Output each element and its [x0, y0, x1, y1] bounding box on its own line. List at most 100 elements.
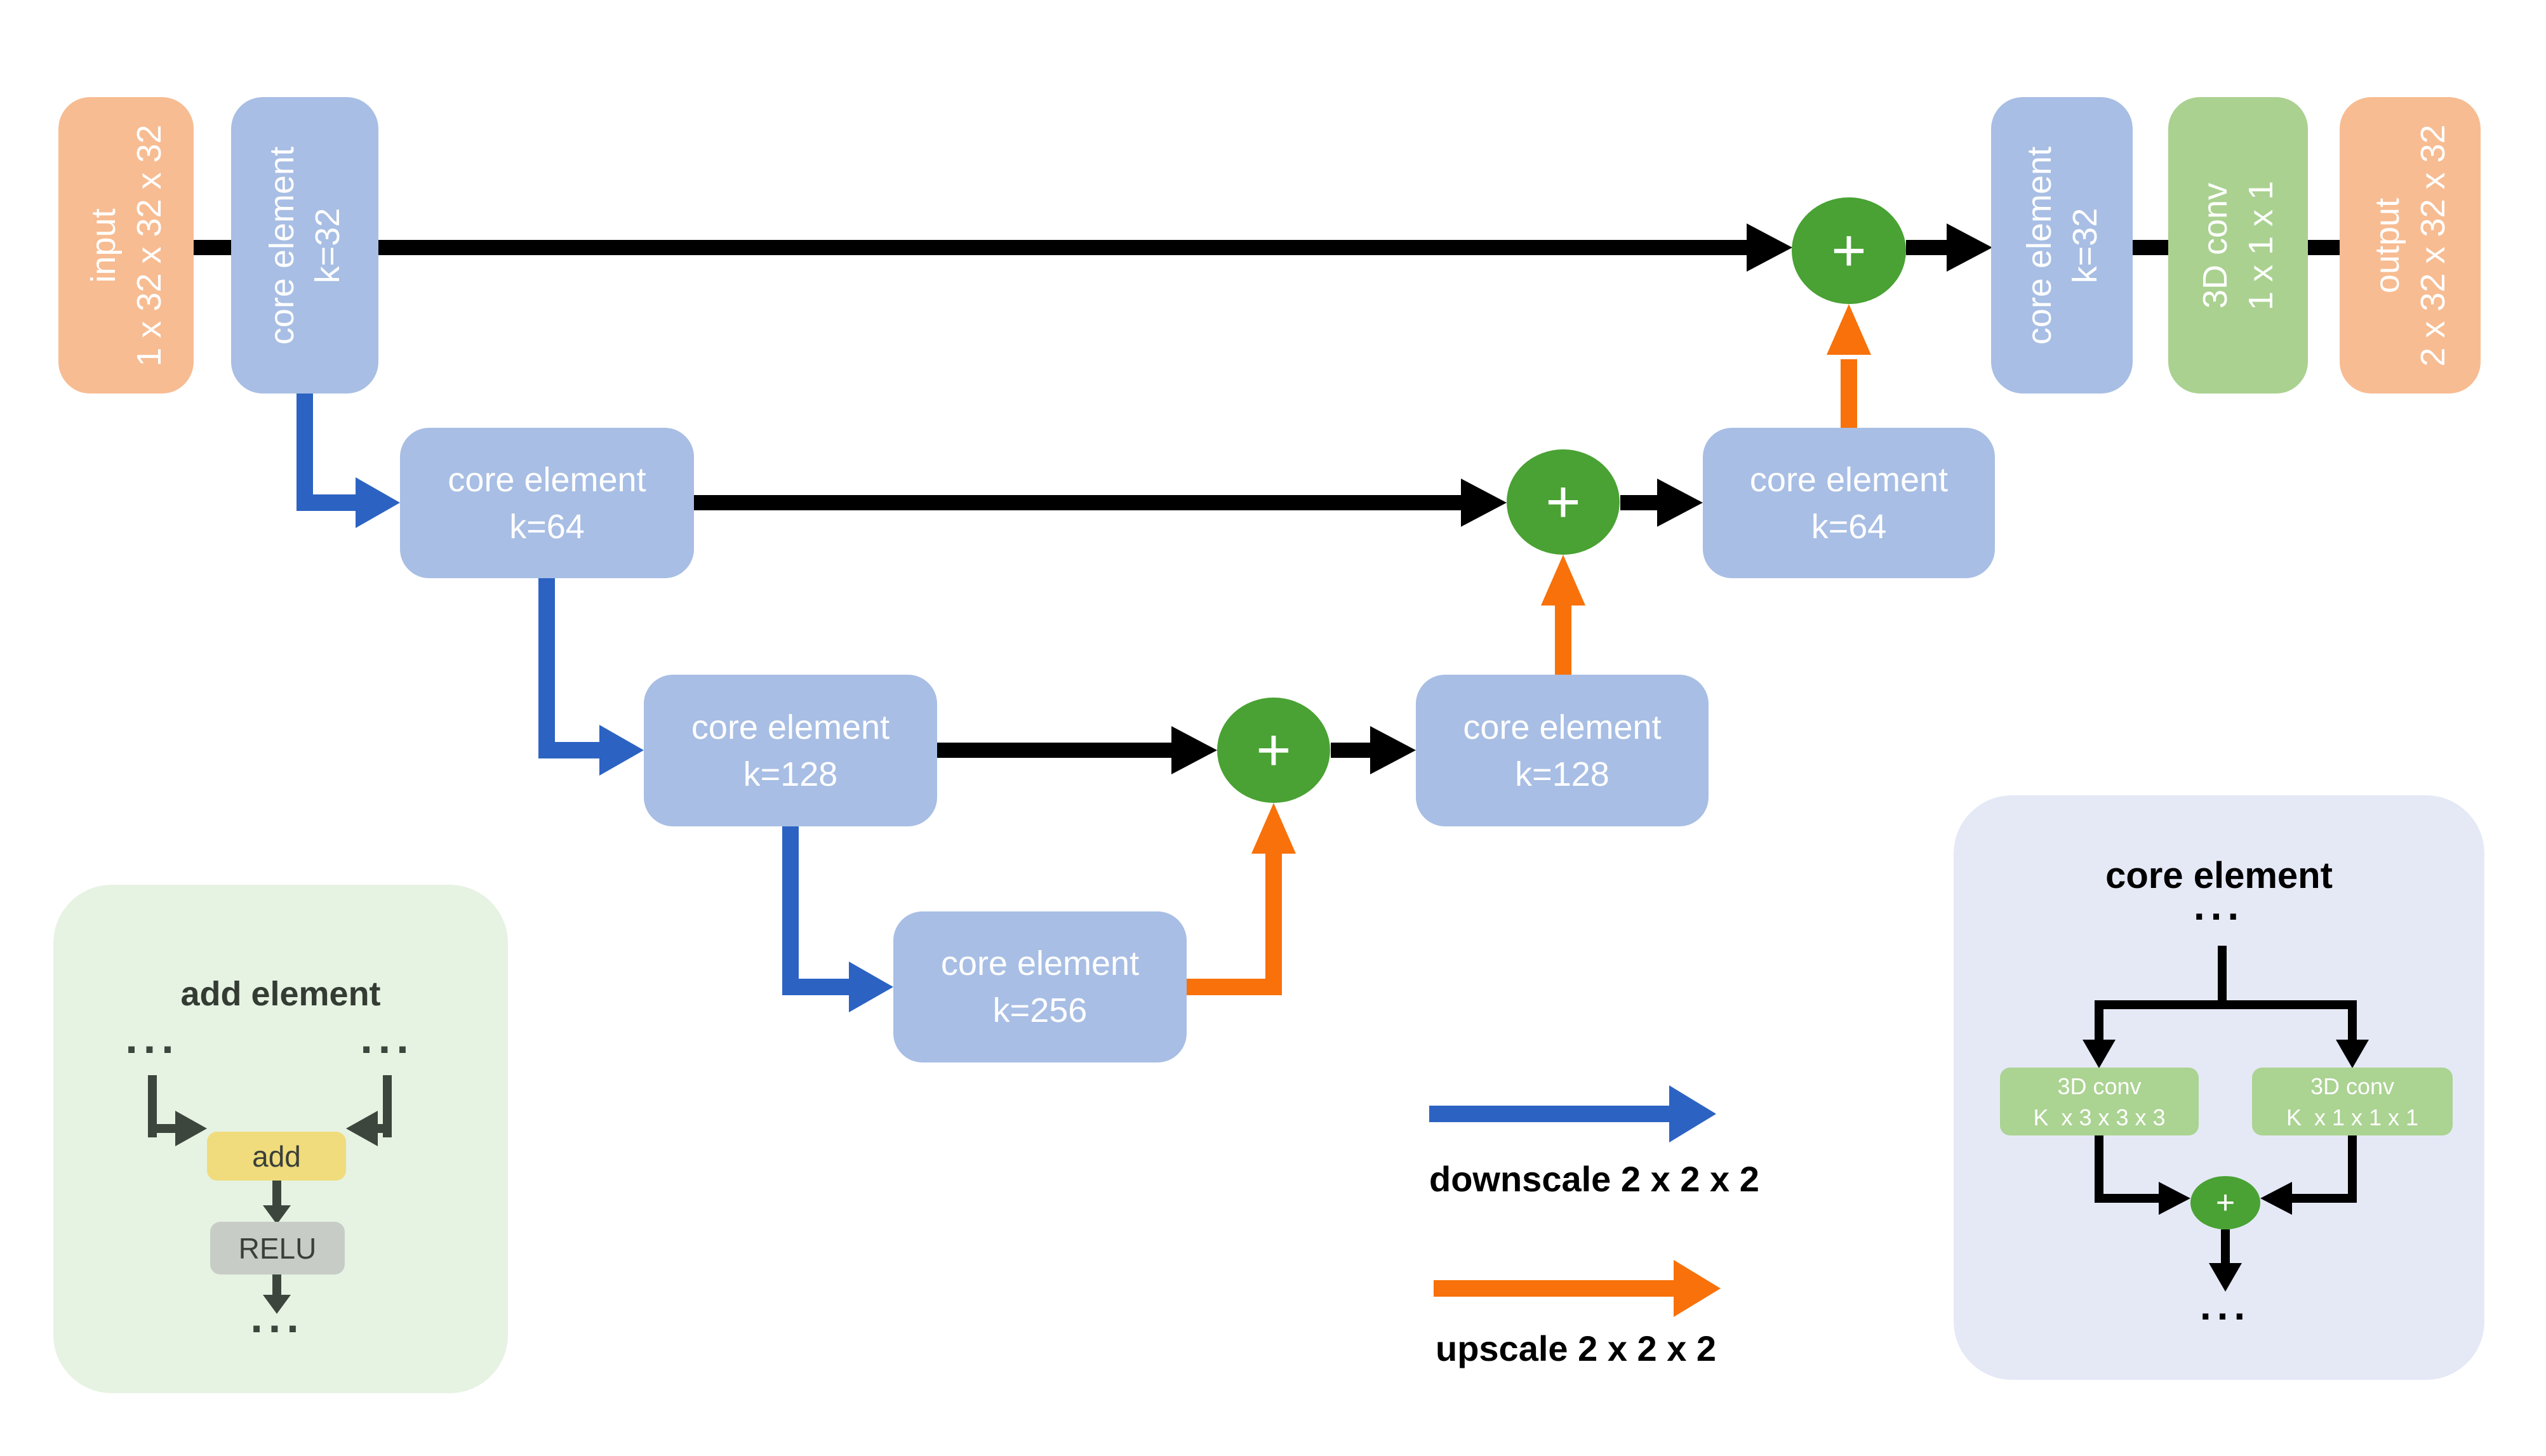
- downscale-arrow-3-horizontal: [782, 979, 849, 995]
- add-op-label: add: [252, 1139, 301, 1173]
- core-panel-right-branch-line: [2348, 1000, 2357, 1040]
- add-panel-down-arrow-1-shaft: [272, 1181, 281, 1205]
- core-panel-output-arrowhead: [2209, 1263, 2242, 1292]
- skip-connection-2-line: [694, 495, 1461, 510]
- upscale-arrow-3-vertical: [1841, 359, 1857, 428]
- add-op-chip: add: [207, 1132, 346, 1181]
- node-encoder-k128: core element k=128: [644, 675, 937, 826]
- add-panel-left-arrow-horizontal: [148, 1124, 175, 1133]
- connector-decoder-k32-to-final-conv: [2133, 240, 2168, 255]
- node-final-conv: 3D conv 1 x 1 x 1: [2168, 97, 2308, 394]
- node-encoder-k32-line1: core element: [263, 146, 301, 345]
- connector-input-to-encoder: [194, 240, 231, 255]
- core-panel-output-arrow-shaft: [2221, 1229, 2230, 1263]
- connector-final-conv-to-output: [2308, 240, 2340, 255]
- relu-label: RELU: [238, 1231, 317, 1265]
- legend-downscale-arrow-head: [1669, 1085, 1716, 1142]
- node-final-conv-line1: 3D conv: [2196, 182, 2234, 308]
- conv3x3-line1: 3D conv: [2057, 1073, 2142, 1099]
- node-encoder-k64-line2: k=64: [509, 507, 585, 546]
- core-panel-split-bar: [2095, 1000, 2357, 1009]
- node-input: input 1 x 32 x 32 x 32: [58, 97, 194, 394]
- core-panel-plus-symbol: +: [2215, 1184, 2236, 1221]
- plus-circle-bottom-symbol: +: [1256, 716, 1291, 784]
- skip-connection-1-arrowhead: [1747, 223, 1792, 272]
- core-panel-right-merge-vertical: [2348, 1135, 2357, 1203]
- connector-plus-to-decoder-k128-arrowhead: [1370, 726, 1416, 774]
- node-decoder-k128-line1: core element: [1463, 708, 1662, 746]
- plus-circle-top: +: [1792, 197, 1906, 304]
- node-output-line2: 2 x 32 x 32 x 32: [2414, 124, 2452, 367]
- skip-connection-3-arrowhead: [1171, 726, 1217, 774]
- core-panel-ellipsis-bottom: ...: [2199, 1283, 2251, 1328]
- relu-chip: RELU: [210, 1222, 345, 1274]
- legend-upscale-label: upscale 2 x 2 x 2: [1436, 1328, 1717, 1368]
- node-encoder-k128-line2: k=128: [743, 755, 838, 793]
- core-panel-right-branch-arrowhead: [2336, 1040, 2369, 1068]
- node-output: output 2 x 32 x 32 x 32: [2340, 97, 2481, 394]
- connector-plus-to-decoder-k32: [1906, 240, 1947, 255]
- connector-plus-to-decoder-k32-arrowhead: [1947, 223, 1992, 272]
- add-panel-down-arrow-1-head: [263, 1205, 291, 1224]
- conv3x3-chip: 3D conv K x 3 x 3 x 3: [2000, 1068, 2199, 1135]
- node-encoder-k32-line2: k=32: [309, 208, 347, 283]
- node-decoder-k32-line2: k=32: [2065, 208, 2104, 283]
- downscale-arrow-1-horizontal: [297, 494, 356, 511]
- node-decoder-k128-line2: k=128: [1515, 755, 1610, 793]
- add-panel-left-arrowhead: [175, 1111, 207, 1146]
- legend-downscale-arrow-shaft: [1429, 1106, 1669, 1122]
- add-panel-right-arrow-vertical: [383, 1075, 392, 1137]
- core-panel-left-merge-arrowhead: [2159, 1182, 2190, 1215]
- downscale-arrow-3-vertical: [782, 826, 799, 995]
- add-panel-down-arrow-2-shaft: [272, 1274, 281, 1295]
- node-final-conv-line2: 1 x 1 x 1: [2242, 180, 2280, 310]
- node-input-line2: 1 x 32 x 32 x 32: [130, 124, 168, 367]
- downscale-arrow-2-vertical: [538, 578, 555, 758]
- add-panel-left-arrow-vertical: [148, 1075, 157, 1137]
- upscale-arrow-1-vertical: [1265, 854, 1282, 995]
- node-bottleneck-k256: core element k=256: [893, 911, 1187, 1062]
- downscale-arrow-1-arrowhead: [356, 477, 400, 528]
- core-panel-left-merge-horizontal: [2095, 1194, 2159, 1203]
- downscale-arrow-2-horizontal: [538, 742, 599, 758]
- node-decoder-k64-line2: k=64: [1811, 507, 1887, 546]
- plus-circle-bottom: +: [1217, 698, 1330, 803]
- legend-upscale-arrow-shaft: [1434, 1280, 1674, 1297]
- upscale-arrow-2-arrowhead: [1541, 555, 1585, 606]
- conv1x1-chip: 3D conv K x 1 x 1 x 1: [2252, 1068, 2453, 1135]
- node-decoder-k32-line1: core element: [2020, 146, 2058, 345]
- skip-connection-2-arrowhead: [1461, 479, 1507, 527]
- plus-circle-middle-symbol: +: [1545, 468, 1581, 536]
- node-decoder-k32: core element k=32: [1991, 97, 2133, 394]
- node-output-label: output 2 x 32 x 32 x 32: [2364, 97, 2456, 394]
- downscale-arrow-2-arrowhead: [599, 725, 644, 776]
- node-output-line1: output: [2368, 197, 2406, 293]
- add-panel-right-arrowhead: [346, 1111, 378, 1146]
- core-panel-left-merge-vertical: [2095, 1135, 2103, 1203]
- node-decoder-k64-line1: core element: [1749, 460, 1949, 499]
- core-panel-left-branch-arrowhead: [2083, 1040, 2116, 1068]
- node-encoder-k32-label: core element k=32: [259, 97, 350, 394]
- upscale-arrow-1-arrowhead: [1251, 803, 1296, 854]
- upscale-arrow-2-vertical: [1555, 606, 1571, 675]
- add-panel-down-arrow-2-head: [263, 1295, 291, 1314]
- downscale-arrow-1-vertical: [297, 394, 313, 511]
- connector-plus-to-decoder-k128: [1331, 743, 1370, 758]
- node-encoder-k64: core element k=64: [400, 428, 694, 578]
- core-panel-plus-circle: +: [2190, 1176, 2260, 1229]
- core-panel-right-merge-horizontal: [2292, 1194, 2357, 1203]
- node-bottleneck-k256-line2: k=256: [992, 991, 1088, 1029]
- core-panel-ellipsis-top: ...: [2193, 883, 2245, 929]
- node-input-label: input 1 x 32 x 32 x 32: [81, 97, 172, 394]
- node-encoder-k64-line1: core element: [448, 460, 646, 499]
- node-encoder-k32: core element k=32: [231, 97, 378, 394]
- skip-connection-1-line: [378, 240, 1747, 255]
- core-element-panel-title: core element: [2105, 855, 2333, 896]
- downscale-arrow-3-arrowhead: [849, 962, 893, 1012]
- legend-upscale-arrow-head: [1674, 1260, 1721, 1317]
- plus-circle-middle: +: [1507, 449, 1620, 555]
- skip-connection-3-line: [937, 743, 1171, 758]
- add-panel-ellipsis-bottom: ...: [250, 1292, 305, 1342]
- add-panel-right-arrow-horizontal: [378, 1124, 392, 1133]
